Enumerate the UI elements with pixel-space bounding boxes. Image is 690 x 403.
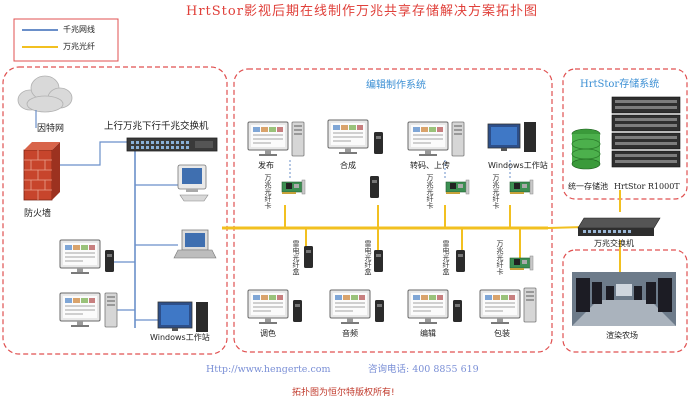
thunderbolt-box-icon <box>304 246 313 268</box>
windows-top-card-label: 万兆光纤卡 <box>492 174 500 209</box>
composite-label: 合成 <box>340 161 356 170</box>
storage-section-border <box>562 68 688 200</box>
publish-label: 发布 <box>258 161 274 170</box>
thunderbolt-box-icon <box>374 250 383 272</box>
10g-switch-label: 万兆交换机 <box>594 239 634 248</box>
edit-section-border <box>233 68 553 353</box>
thunderbolt-box-icon <box>370 176 379 198</box>
nic-card-icon <box>509 255 534 271</box>
storage-server-icon <box>611 96 681 168</box>
nic-card-icon <box>509 179 534 195</box>
left-workstation-1 <box>59 239 114 275</box>
footer-url[interactable]: Http://www.hengerte.com <box>206 364 331 375</box>
render-farm-label: 渲染农场 <box>606 331 638 340</box>
render-farm-image <box>572 272 676 326</box>
internet-label: 因特网 <box>37 124 65 134</box>
edit-section-title: 编辑制作系统 <box>366 80 426 91</box>
edit-top-transcode <box>407 121 465 157</box>
edit-top-publish <box>247 121 305 157</box>
left-windows-label: Windows工作站 <box>150 333 210 342</box>
edit-bottom-color <box>247 289 302 325</box>
left-workstation-2 <box>59 292 118 328</box>
crt-monitor-icon <box>177 164 209 202</box>
page-title: HrtStor影视后期在线制作万兆共享存储解决方案拓扑图 <box>186 4 538 19</box>
footer-copyright: 拓扑图为恒尔特版权所有! <box>292 388 395 398</box>
internet-cloud-icon <box>17 75 73 113</box>
legend-box <box>13 18 119 62</box>
storage-section-title: HrtStor存储系统 <box>580 79 660 90</box>
firewall-icon <box>23 142 60 201</box>
firewall-label: 防火墙 <box>24 209 52 219</box>
render-section-border <box>562 249 688 353</box>
edit-card-label: 雷电光纤盒 <box>442 240 450 275</box>
left-windows-workstation <box>157 301 208 332</box>
footer-phone: 咨询电话: 400 8855 619 <box>368 364 479 375</box>
edit-top-windows <box>487 122 536 152</box>
laptop-icon <box>173 229 217 259</box>
audio-card-label: 雷电光纤盒 <box>364 240 372 275</box>
legend-gigabit-label: 千兆网线 <box>63 25 95 34</box>
10g-switch-icon <box>577 217 661 236</box>
edit-bottom-edit <box>407 289 462 325</box>
publish-card-label: 万兆光纤卡 <box>264 174 272 209</box>
nic-card-icon <box>445 179 470 195</box>
legend-fiber-label: 万兆光纤 <box>63 42 95 51</box>
left-section-border <box>2 66 228 355</box>
thunderbolt-box-icon <box>456 250 465 272</box>
package-card-label: 万兆光纤卡 <box>496 240 504 275</box>
edit-label: 编辑 <box>420 329 436 338</box>
windows-top-label: Windows工作站 <box>488 161 548 170</box>
transcode-card-label: 万兆光纤卡 <box>426 174 434 209</box>
transcode-label: 转码、上传 <box>410 161 450 170</box>
storage-model-label: HrtStor R1000T <box>614 182 680 191</box>
audio-label: 音频 <box>342 329 358 338</box>
switch-label: 上行万兆下行千兆交换机 <box>104 121 209 132</box>
storage-pool-icon <box>571 128 601 170</box>
nic-card-icon <box>281 179 306 195</box>
gigabit-switch-icon <box>126 137 218 152</box>
package-label: 包装 <box>494 329 510 338</box>
edit-top-composite <box>327 119 383 155</box>
edit-bottom-audio <box>329 289 384 325</box>
color-card-label: 雷电光纤盒 <box>292 240 300 275</box>
edit-bottom-package <box>479 287 537 325</box>
storage-pool-label: 统一存储池 <box>568 182 608 191</box>
color-label: 调色 <box>260 329 276 338</box>
